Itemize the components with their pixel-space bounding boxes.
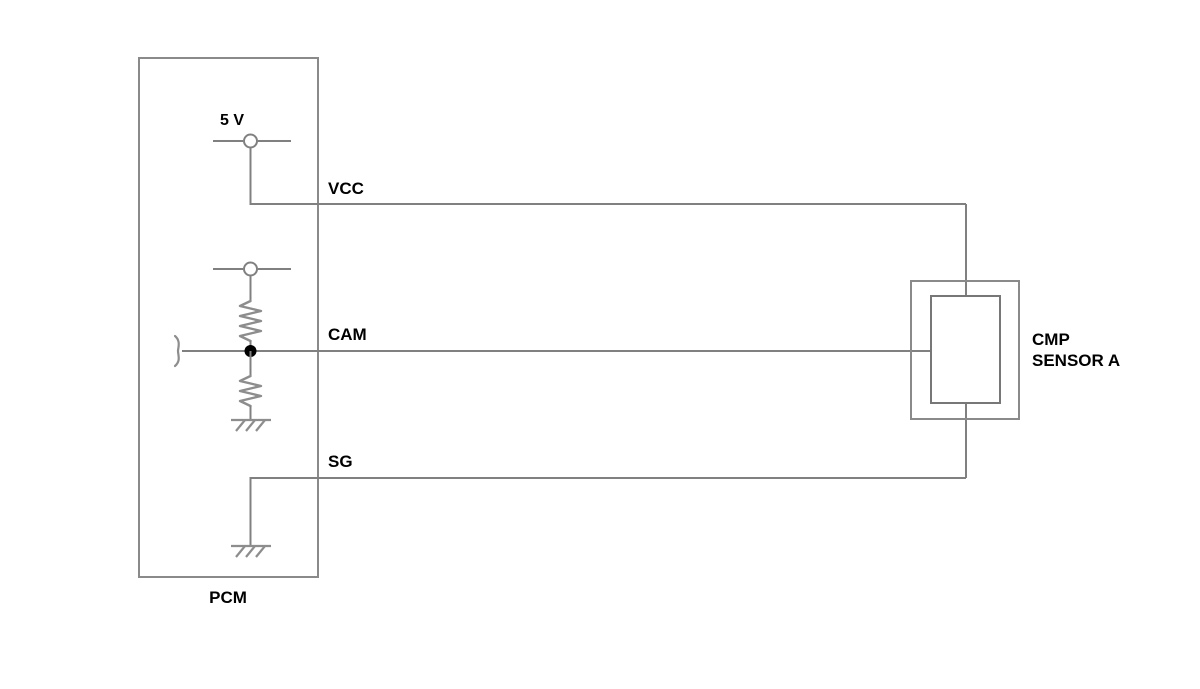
- resistor-pull-down: [238, 374, 263, 408]
- sensor-label-line1: CMP: [1032, 330, 1070, 349]
- ground-symbol-internal: [231, 418, 271, 432]
- wire-sg-to-sensor: [249, 477, 966, 546]
- supply-terminal-node-vcc: [243, 133, 258, 149]
- pin-label-vcc: VCC: [328, 179, 364, 198]
- pin-label-cam: CAM: [328, 325, 367, 344]
- pcm-module-box: [138, 57, 319, 578]
- wire-vcc-from-supply: [249, 147, 966, 205]
- sensor-outer-box: [910, 280, 1020, 420]
- wire-break-squiggle: [173, 334, 180, 368]
- pin-label-sg: SG: [328, 452, 353, 471]
- sensor-label-line2: SENSOR A: [1032, 351, 1120, 370]
- supply-voltage-label: 5 V: [220, 112, 244, 129]
- pcm-module-label: PCM: [209, 588, 247, 607]
- sensor-inner-box: [930, 295, 1001, 404]
- pullup-terminal-node: [243, 261, 258, 277]
- resistor-pull-up: [238, 299, 263, 343]
- ground-symbol-module: [231, 544, 271, 558]
